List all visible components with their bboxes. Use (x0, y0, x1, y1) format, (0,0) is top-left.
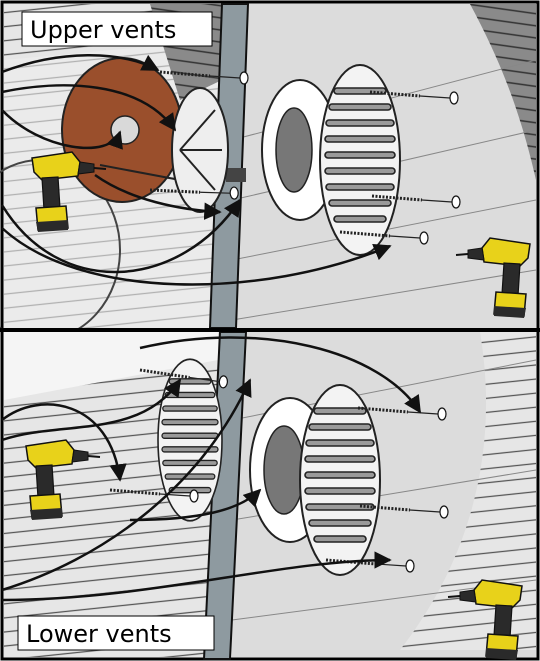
lower-panel: Lower vents (2, 330, 538, 660)
lower-vents-label: Lower vents (18, 616, 214, 650)
lower-vents-text: Lower vents (26, 620, 172, 648)
wood-spacer-icon (62, 58, 182, 202)
upper-vents-text: Upper vents (30, 16, 176, 44)
vent-grille-icon (300, 385, 380, 575)
upper-vents-label: Upper vents (22, 12, 212, 46)
upper-panel: Upper vents (0, 2, 538, 340)
